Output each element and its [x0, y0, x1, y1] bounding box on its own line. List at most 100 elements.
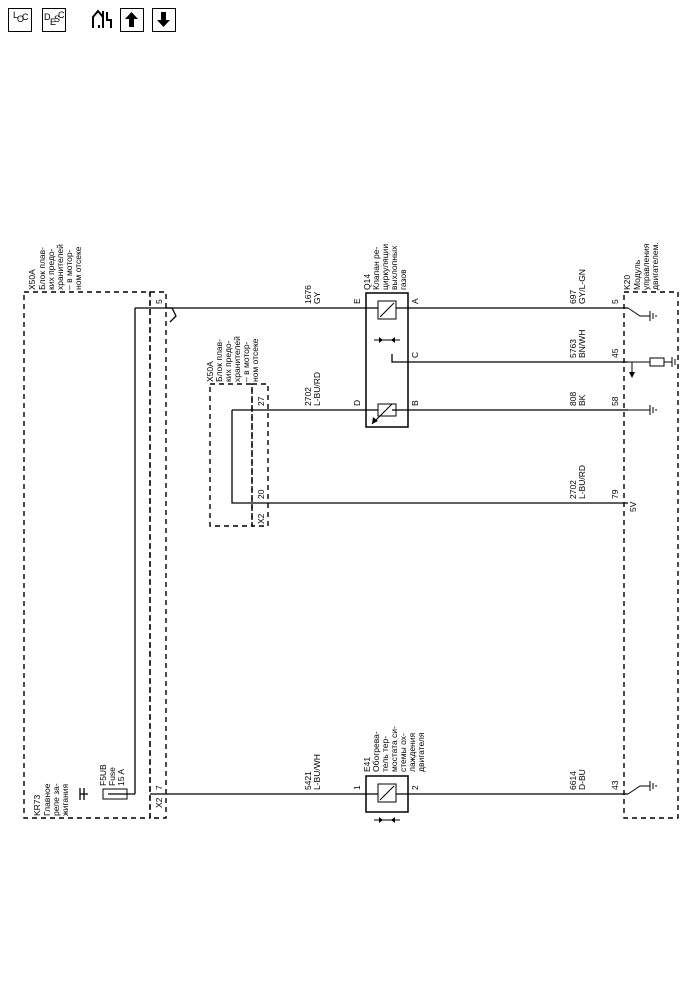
svg-text:– в мотор-: – в мотор- [64, 249, 74, 290]
svg-text:C: C [22, 12, 29, 22]
svg-text:5: 5 [610, 299, 620, 304]
wire-label-2702-bottom: 2702 L-BU/RD [568, 465, 587, 499]
svg-text:Модуль: Модуль [632, 259, 642, 290]
fuse-f5ub-symbol [102, 788, 128, 800]
svg-text:двигателем.: двигателем. [650, 242, 660, 290]
svg-text:808: 808 [568, 392, 578, 406]
toolbar: L O C D E S C [6, 4, 206, 36]
svg-text:L-BU/RD: L-BU/RD [577, 465, 587, 499]
svg-text:стемы ох-: стемы ох- [398, 733, 408, 772]
svg-text:L-BU/WH: L-BU/WH [312, 754, 322, 790]
description-icon: D E S C [44, 10, 64, 27]
svg-text:ном отсеке: ном отсеке [73, 246, 83, 290]
svg-text:ких предо-: ких предо- [223, 340, 233, 382]
svg-text:– в мотор-: – в мотор- [241, 341, 251, 382]
svg-text:жигания: жигания [60, 783, 70, 816]
svg-text:GY: GY [312, 291, 322, 304]
svg-text:ких предо-: ких предо- [46, 248, 56, 290]
x50a-fuse-block-outline-mid [209, 383, 253, 527]
svg-text:C: C [58, 10, 64, 20]
svg-text:L-BU/RD: L-BU/RD [312, 372, 322, 406]
svg-text:D: D [44, 12, 51, 22]
svg-text:2: 2 [410, 785, 420, 790]
wire-label-808: 808 BK [568, 392, 587, 406]
svg-text:Главное: Главное [42, 783, 52, 816]
svg-text:газов: газов [398, 269, 408, 290]
svg-text:лаждения: лаждения [407, 732, 417, 772]
wire-label-697: 697 GY/L-GN [568, 269, 587, 304]
svg-text:D: D [352, 400, 362, 406]
wire-label-1676: 1676 GY [303, 285, 322, 304]
svg-text:выхлопных: выхлопных [389, 245, 399, 290]
x2-connector-outline-mid [251, 383, 269, 527]
svg-text:5V: 5V [628, 501, 638, 512]
svg-text:BN/WH: BN/WH [577, 330, 587, 358]
svg-text:F5UB: F5UB [98, 764, 108, 786]
location-button[interactable]: L O C [8, 8, 32, 32]
svg-text:58: 58 [610, 396, 620, 406]
svg-text:GY/L-GN: GY/L-GN [577, 269, 587, 304]
wire-label-6614: 6614 D-BU [568, 769, 587, 790]
svg-text:Q14: Q14 [362, 274, 372, 290]
svg-text:20: 20 [256, 489, 266, 499]
svg-text:D-BU: D-BU [577, 769, 587, 790]
label-q14: Q14 Клапан ре- циркуляции выхлопных газо… [362, 244, 408, 290]
svg-text:E41: E41 [362, 757, 372, 772]
label-f5ub: F5UB Fuse 15 A [98, 764, 126, 786]
svg-text:45: 45 [610, 348, 620, 358]
svg-text:S: S [54, 14, 60, 24]
label-x50a-top: X50A Блок плав- ких предо- хранителей – … [27, 244, 83, 290]
q14-egr-valve-box [365, 292, 409, 428]
svg-text:5763: 5763 [568, 339, 578, 358]
svg-text:двигателя: двигателя [416, 732, 426, 772]
k20-ecm-outline [623, 291, 679, 819]
connector-icon [92, 9, 112, 28]
svg-text:Обогрева-: Обогрева- [371, 731, 381, 772]
svg-text:Блок плав-: Блок плав- [37, 247, 47, 290]
e41-heater-element [377, 783, 397, 803]
x50a-fuse-block-outline [23, 291, 151, 819]
svg-text:циркуляции: циркуляции [380, 244, 390, 290]
svg-text:7: 7 [154, 785, 164, 790]
svg-text:5421: 5421 [303, 771, 313, 790]
svg-text:BK: BK [577, 394, 587, 406]
wire-label-5763: 5763 BN/WH [568, 330, 587, 358]
label-x50a-mid: X50A Блок плав- ких предо- хранителей – … [205, 336, 260, 382]
wire-5763-bn-wh [391, 354, 628, 363]
svg-text:хранителей: хранителей [55, 244, 65, 290]
svg-text:B: B [410, 400, 420, 406]
svg-text:X2: X2 [154, 797, 164, 808]
svg-text:KR73: KR73 [32, 794, 42, 816]
svg-text:A: A [410, 298, 420, 304]
svg-text:O: O [17, 14, 24, 24]
svg-text:X50A: X50A [27, 269, 37, 290]
svg-text:2702: 2702 [303, 387, 313, 406]
svg-text:реле за-: реле за- [51, 783, 61, 816]
arrow-up-icon [125, 12, 138, 27]
connector-view-button[interactable] [90, 8, 114, 32]
x2-connector-outline-left [149, 291, 167, 819]
svg-text:6614: 6614 [568, 771, 578, 790]
svg-text:E: E [50, 17, 56, 27]
svg-text:X2: X2 [256, 513, 266, 524]
svg-text:управления: управления [641, 243, 651, 290]
svg-text:Fuse: Fuse [107, 767, 117, 786]
svg-text:2702: 2702 [568, 480, 578, 499]
svg-text:C: C [410, 352, 420, 358]
svg-text:K20: K20 [622, 275, 632, 290]
arrow-up-button[interactable] [120, 8, 144, 32]
wire-label-2702-top: 2702 L-BU/RD [303, 372, 322, 406]
label-e41: E41 Обогрева- тель тер- мостата си- стем… [362, 726, 426, 772]
svg-text:мостата си-: мостата си- [389, 726, 399, 772]
svg-text:L: L [13, 10, 18, 20]
arrow-down-button[interactable] [152, 8, 176, 32]
svg-text:Блок плав-: Блок плав- [214, 339, 224, 382]
label-kr73: KR73 Главное реле за- жигания [32, 783, 70, 816]
svg-text:хранителей: хранителей [232, 336, 242, 382]
description-button[interactable]: D E S C [42, 8, 66, 32]
arrow-down-icon [157, 12, 170, 27]
location-icon: L O C [13, 10, 29, 24]
svg-text:E: E [352, 298, 362, 304]
svg-text:15 A: 15 A [116, 769, 126, 786]
